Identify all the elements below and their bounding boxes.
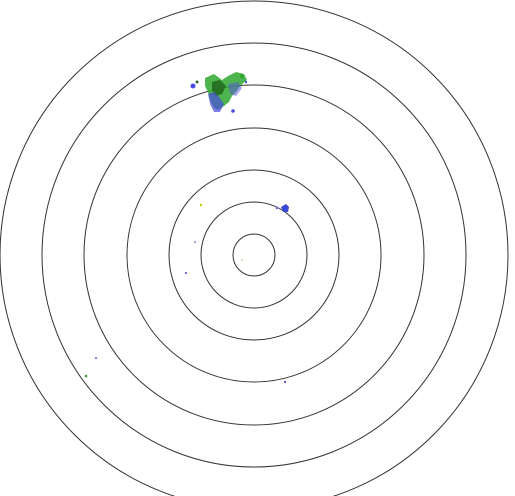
echo-region-dark (212, 80, 226, 96)
echo-speck (275, 206, 279, 210)
echo-cluster-north (190, 72, 248, 113)
echo-region-blue (281, 204, 289, 212)
echo-cluster-east (275, 204, 289, 212)
echo-speck (244, 80, 248, 84)
echo-speck (185, 272, 187, 274)
echo-region-blue (208, 92, 224, 112)
echo-speck (94, 356, 98, 360)
echo-speck (199, 203, 203, 207)
range-ring-5 (83, 84, 425, 426)
echo-speck (194, 241, 196, 243)
range-ring-1 (232, 233, 276, 277)
range-ring-4 (126, 127, 382, 383)
range-ring-2 (200, 201, 308, 309)
echo-region-blue-right (228, 82, 242, 96)
scattered-echoes (84, 203, 287, 384)
echo-speck (190, 83, 196, 89)
echo-speck (241, 259, 243, 261)
echo-speck (240, 74, 244, 78)
echo-speck (84, 374, 88, 378)
echo-speck (195, 80, 199, 84)
range-ring-3 (168, 169, 340, 341)
echo-speck (231, 109, 235, 113)
range-ring-6 (41, 42, 467, 468)
echo-speck (283, 380, 287, 384)
